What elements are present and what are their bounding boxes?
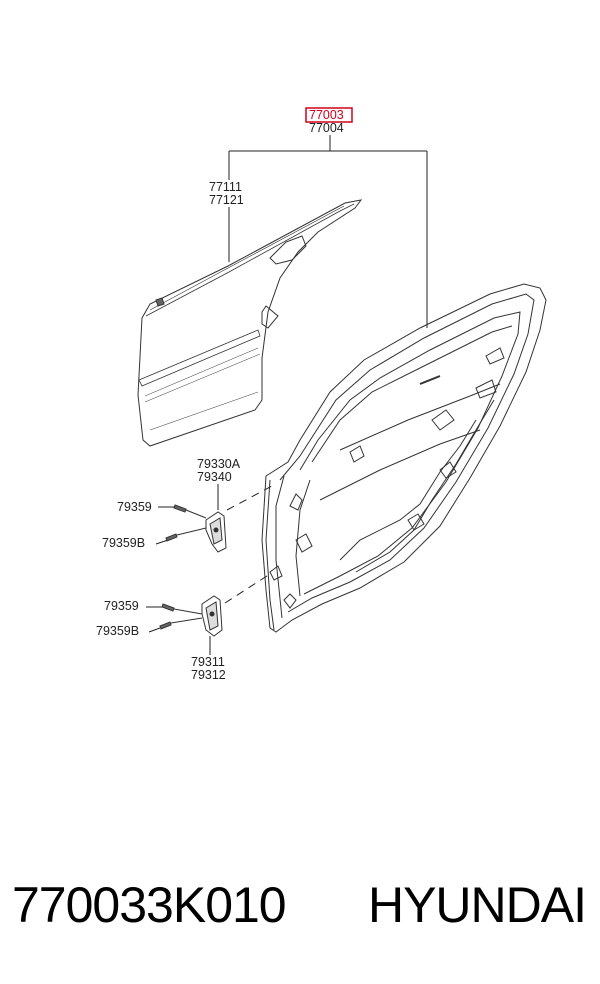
label-panel-lh[interactable]: 77111: [209, 180, 242, 194]
label-bolt-upper[interactable]: 79359: [117, 500, 152, 514]
footer: 770033K010 HYUNDAI: [0, 870, 600, 950]
footer-brand: HYUNDAI: [367, 877, 587, 933]
upper-hinge[interactable]: [205, 511, 227, 553]
door-frame-assembly[interactable]: [261, 283, 547, 633]
footer-part-number: 770033K010: [12, 877, 287, 933]
label-lower-hinge-rh[interactable]: 79312: [191, 668, 226, 682]
label-bolt-lower-b[interactable]: 79359B: [96, 624, 139, 638]
bolt-lower-b[interactable]: [159, 617, 203, 630]
bolt-upper-b[interactable]: [165, 527, 207, 542]
leader-lines: [146, 135, 428, 655]
label-lower-hinge-lh[interactable]: 79311: [191, 655, 225, 669]
label-upper-hinge-lh[interactable]: 79330A: [197, 457, 241, 471]
label-bolt-upper-b[interactable]: 79359B: [102, 536, 145, 550]
outer-door-panel[interactable]: [137, 199, 363, 447]
label-assembly-lh[interactable]: 77003: [309, 108, 344, 122]
label-upper-hinge-rh[interactable]: 79340: [197, 470, 232, 484]
selected-part-highlight: [305, 107, 353, 123]
bolt-lower[interactable]: [161, 603, 203, 615]
bolt-upper[interactable]: [173, 504, 207, 519]
label-assembly-rh[interactable]: 77004: [309, 121, 344, 135]
label-panel-rh[interactable]: 77121: [209, 193, 244, 207]
label-bolt-lower[interactable]: 79359: [104, 599, 139, 613]
lower-hinge[interactable]: [201, 595, 223, 637]
